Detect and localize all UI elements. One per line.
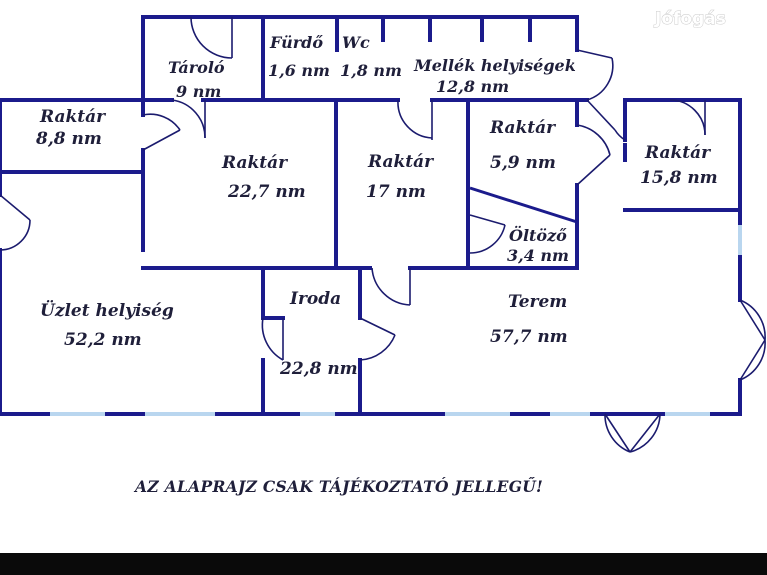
room-area-raktar-right: 15,8 nm xyxy=(640,168,718,188)
windows xyxy=(50,225,742,416)
floor-plan: Tároló 9 nm Fürdő 1,6 nm Wc 1,8 nm Mellé… xyxy=(0,9,766,496)
walls xyxy=(0,15,742,416)
room-area-taroló: 9 nm xyxy=(176,82,221,101)
room-name-iroda: Iroda xyxy=(289,289,341,309)
room-area-raktar-big: 22,7 nm xyxy=(227,182,306,202)
doors xyxy=(0,16,766,453)
room-area-wc: 1,8 nm xyxy=(340,61,402,80)
room-name-raktar-mid: Raktár xyxy=(367,152,434,172)
room-area-uzlet: 52,2 nm xyxy=(64,330,142,350)
room-area-mellek: 12,8 nm xyxy=(436,77,509,96)
room-area-oltozo: 3,4 nm xyxy=(507,246,569,265)
room-name-raktar-big: Raktár xyxy=(221,153,288,173)
disclaimer-notice: AZ ALAPRAJZ CSAK TÁJÉKOZTATÓ JELLEGŰ! xyxy=(133,477,543,496)
room-name-wc: Wc xyxy=(342,33,370,52)
watermark-logo: Jófogás xyxy=(654,9,726,29)
room-area-raktar-left: 8,8 nm xyxy=(35,129,102,149)
room-area-furdo: 1,6 nm xyxy=(268,61,330,80)
room-area-terem: 57,7 nm xyxy=(490,327,568,347)
room-name-uzlet: Üzlet helyiség xyxy=(40,300,174,321)
room-area-raktar-mid: 17 nm xyxy=(366,182,426,202)
room-name-raktar-left: Raktár xyxy=(39,107,106,127)
room-name-mellek: Mellék helyiségek xyxy=(413,56,576,75)
room-area-iroda: 22,8 nm xyxy=(279,359,358,379)
room-name-terem: Terem xyxy=(508,292,567,312)
room-name-taroló: Tároló xyxy=(168,58,225,77)
room-name-raktar-right: Raktár xyxy=(644,143,711,163)
room-name-raktar-small: Raktár xyxy=(489,118,556,138)
room-area-raktar-small: 5,9 nm xyxy=(490,153,556,173)
room-labels: Tároló 9 nm Fürdő 1,6 nm Wc 1,8 nm Mellé… xyxy=(35,33,718,379)
room-name-furdo: Fürdő xyxy=(269,33,323,52)
bottom-black-bar xyxy=(0,553,767,575)
room-name-oltozo: Öltöző xyxy=(509,225,567,245)
